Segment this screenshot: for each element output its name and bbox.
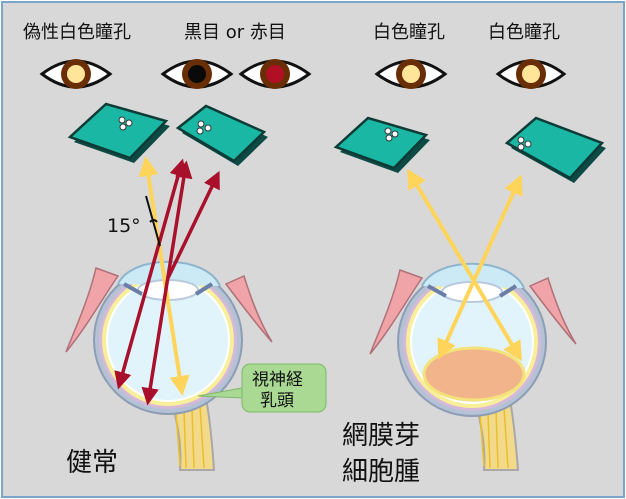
label-white-pupil-right: 白色瞳孔	[488, 22, 560, 43]
eye-front-white-pupil-left-icon	[374, 59, 448, 89]
optic-disc-label-bubble: 視神経 乳頭	[197, 363, 327, 413]
camera-icon	[504, 116, 606, 183]
angle-label: 15°	[107, 215, 141, 237]
tumor-mass	[422, 346, 526, 402]
label-pseudo-white-pupil: 偽性白色瞳孔	[23, 22, 131, 43]
label-healthy: 健常	[66, 448, 118, 478]
label-black-or-red-eye: 黒目 or 赤目	[184, 22, 286, 43]
optic-disc-label-line2: 乳頭	[260, 391, 294, 411]
camera-icon	[67, 102, 170, 163]
label-retinoblastoma-line1: 網膜芽	[342, 421, 420, 451]
optic-disc-label-line1: 視神経	[252, 370, 303, 390]
camera-icon	[175, 104, 268, 166]
label-white-pupil-left: 白色瞳孔	[373, 22, 445, 43]
eye-front-black-pupil-icon	[160, 59, 234, 89]
label-retinoblastoma-line2: 細胞腫	[342, 457, 420, 487]
rays-retinoblastoma	[406, 168, 523, 362]
camera-icon	[333, 116, 430, 173]
rays-healthy	[114, 156, 220, 406]
eye-front-red-pupil-icon	[238, 59, 312, 89]
eye-front-pseudo-white-icon	[39, 59, 113, 89]
eye-front-white-pupil-right-icon	[495, 59, 567, 89]
